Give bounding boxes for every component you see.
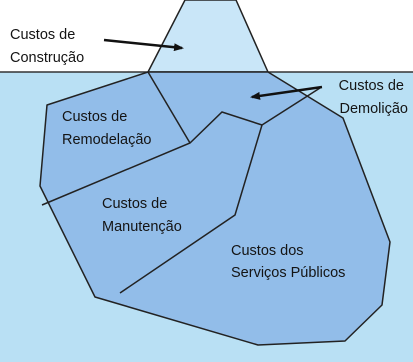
construction-arrow (103, 38, 184, 52)
divider-demolition-services (261, 87, 321, 126)
label-remodeling: Custos de Remodelação (62, 109, 151, 148)
iceberg-tip (147, 0, 269, 73)
divider-remodel-bottom (41, 111, 263, 206)
divider-remodel-demolition (147, 71, 191, 144)
label-public-services: Custos dos Serviços Públicos (231, 243, 345, 281)
label-construction: Custos de Construção (10, 27, 84, 66)
iceberg-underwater (39, 71, 391, 346)
divider-maintenance-services (119, 124, 263, 294)
demolition-arrow (250, 85, 323, 100)
label-demolition: Custos de Demolição (339, 78, 408, 117)
label-maintenance: Custos de Manutenção (102, 196, 182, 235)
